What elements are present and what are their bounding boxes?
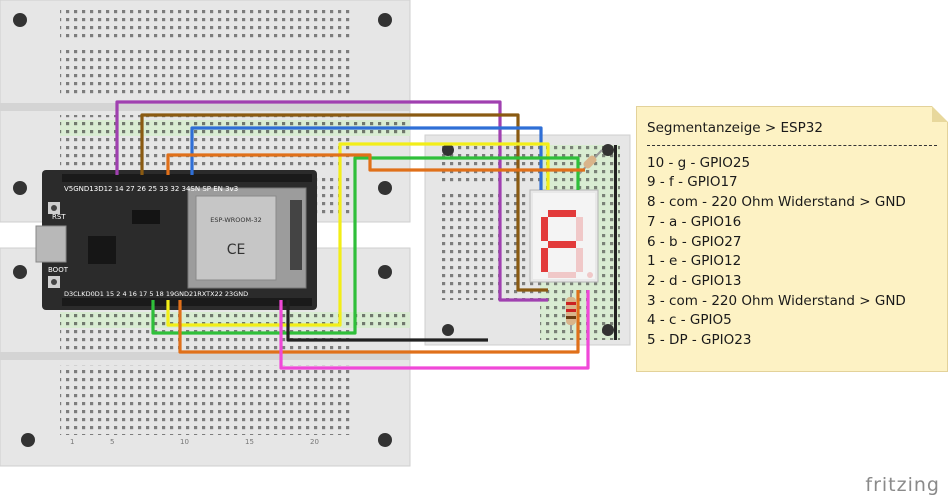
- wire-black: [286, 300, 488, 342]
- col-number: 15: [245, 438, 254, 446]
- note-corner-fold: [932, 106, 948, 122]
- screw-hole: [602, 324, 614, 336]
- screw-hole: [442, 324, 454, 336]
- chip-label: ESP-WROOM-32: [210, 216, 262, 224]
- pin-mapping-note: Segmentanzeige > ESP32 10 - g - GPIO25 9…: [636, 106, 948, 372]
- note-row: 1 - e - GPIO12: [647, 253, 742, 270]
- esp32-board: ESP-WROOM-32 CE RST BOOT V5GND13D12 14 2…: [35, 170, 317, 310]
- note-row: 6 - b - GPIO27: [647, 233, 742, 250]
- note-title: Segmentanzeige > ESP32: [647, 120, 823, 136]
- col-number: 5: [110, 438, 114, 446]
- wire-brown: [140, 113, 548, 292]
- note-row: 7 - a - GPIO16: [647, 213, 742, 230]
- rst-label: RST: [52, 213, 66, 221]
- note-row: 8 - com - 220 Ohm Widerstand > GND: [647, 194, 906, 211]
- top-pin-labels: V5GND13D12 14 27 26 25 33 32 34SN SP EN …: [64, 185, 238, 193]
- wire-yellow: [166, 142, 550, 327]
- screw-hole: [13, 265, 27, 279]
- note-row: 9 - f - GPIO17: [647, 174, 738, 191]
- note-row: 3 - com - 220 Ohm Widerstand > GND: [647, 292, 906, 309]
- wire-orange-top: [166, 153, 585, 175]
- note-row: 2 - d - GPIO13: [647, 272, 742, 289]
- screw-hole: [378, 433, 392, 447]
- seven-segment-display: [529, 189, 599, 283]
- breadboard-right: [424, 134, 631, 346]
- chip-wifi-logo: CE: [227, 242, 246, 258]
- fritzing-logo: fritzing: [865, 474, 940, 496]
- screw-hole: [442, 144, 454, 156]
- wire-magenta: [279, 290, 590, 370]
- wires: [115, 100, 590, 370]
- note-row: 5 - DP - GPIO23: [647, 332, 752, 349]
- screw-hole: [378, 13, 392, 27]
- note-separator: [647, 144, 937, 146]
- screw-hole: [378, 265, 392, 279]
- screw-hole: [13, 13, 27, 27]
- note-row: 4 - c - GPIO5: [647, 312, 732, 329]
- bottom-pin-labels: D3CLKD0D1 15 2 4 16 17 5 18 19GND21RXTX2…: [64, 290, 248, 298]
- wire-green: [151, 156, 580, 335]
- screw-hole: [21, 433, 35, 447]
- wire-orange-bottom: [178, 290, 580, 354]
- screw-hole: [602, 144, 614, 156]
- resistor-bottom: [566, 290, 576, 332]
- boot-label: BOOT: [48, 266, 69, 274]
- col-number: 1: [70, 438, 74, 446]
- wire-purple: [115, 100, 548, 302]
- screw-hole: [378, 181, 392, 195]
- col-number: 20: [310, 438, 319, 446]
- col-number: 10: [180, 438, 189, 446]
- note-row: 10 - g - GPIO25: [647, 154, 751, 171]
- screw-hole: [13, 181, 27, 195]
